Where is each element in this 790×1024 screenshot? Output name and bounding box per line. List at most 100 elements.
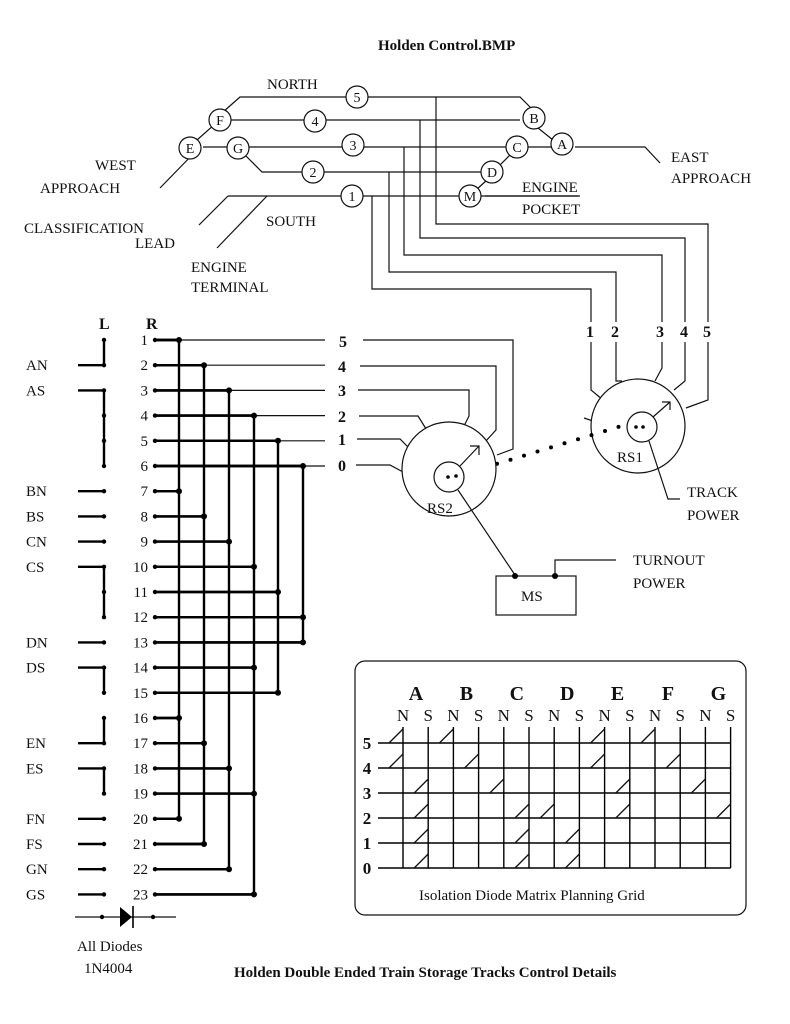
turnout-node-m[interactable]: M xyxy=(458,184,482,208)
l-terminal xyxy=(101,363,107,368)
input-label-gn: GN xyxy=(26,862,48,878)
l-terminal xyxy=(101,589,107,595)
l-terminal xyxy=(101,640,107,645)
gang-dot xyxy=(562,441,567,446)
row-number: 17 xyxy=(133,736,149,752)
matrix-diode-mark-es-2 xyxy=(615,803,631,819)
b-a-link xyxy=(537,127,554,141)
turnout-label: F xyxy=(216,114,224,129)
rs1-lead-3 xyxy=(654,342,663,382)
track-node-5[interactable]: 5 xyxy=(345,85,369,109)
input-label-cn: CN xyxy=(26,535,47,551)
track-power-label-1: TRACK xyxy=(687,485,738,501)
gang-dot xyxy=(508,457,513,462)
diagram-caption: Holden Double Ended Train Storage Tracks… xyxy=(234,965,617,981)
rs1-terminal-1: 1 xyxy=(586,324,594,341)
matrix-side-header: S xyxy=(726,706,735,725)
rs2-terminal-2: 2 xyxy=(338,409,346,426)
row-number: 4 xyxy=(141,409,149,425)
turnout-label: B xyxy=(529,112,538,127)
bus-5 xyxy=(155,340,181,820)
matrix-side-header: N xyxy=(498,706,510,725)
diode-icon xyxy=(120,907,132,927)
turnout-label: G xyxy=(233,142,243,157)
l-terminal xyxy=(101,539,107,544)
rs1-terminal-2: 2 xyxy=(611,324,619,341)
input-label-en: EN xyxy=(26,736,46,752)
turnout-node-a[interactable]: A xyxy=(550,132,574,156)
turnout-power-label-2: POWER xyxy=(633,576,686,592)
matrix-row-label: 2 xyxy=(363,809,372,828)
matrix-diode-mark-ds-0 xyxy=(564,853,580,869)
matrix-row-label: 1 xyxy=(363,834,372,853)
matrix-diode-mark-ds-1 xyxy=(564,828,580,844)
input-label-dn: DN xyxy=(26,635,48,651)
input-label-fn: FN xyxy=(26,812,45,828)
input-label-ds: DS xyxy=(26,661,45,677)
row-number: 6 xyxy=(141,459,149,475)
gang-dot xyxy=(616,424,621,429)
matrix-row-label: 0 xyxy=(363,859,372,878)
matrix-diode-mark-fs-4 xyxy=(665,753,681,769)
matrix-caption: Isolation Diode Matrix Planning Grid xyxy=(419,888,645,904)
label-classification-1: CLASSIFICATION xyxy=(24,221,144,237)
track-power-label-2: POWER xyxy=(687,508,740,524)
matrix-side-header: S xyxy=(625,706,634,725)
matrix-diode-mark-gn-3 xyxy=(690,778,706,794)
label-north: NORTH xyxy=(267,77,318,93)
matrix-frame xyxy=(354,660,747,916)
matrix-diode-mark-bs-4 xyxy=(464,753,480,769)
input-label-as: AS xyxy=(26,383,45,399)
matrix-diode-mark-as-0 xyxy=(413,853,429,869)
matrix-side-header: S xyxy=(474,706,483,725)
input-label-es: ES xyxy=(26,761,44,777)
turnout-node-f[interactable]: F xyxy=(208,108,232,132)
column-r-header: R xyxy=(146,316,158,333)
matrix-side-header: N xyxy=(649,706,661,725)
ms-box[interactable] xyxy=(495,575,577,616)
l-terminal xyxy=(101,690,107,695)
turnout-node-d[interactable]: D xyxy=(480,160,504,184)
turnout-node-e[interactable]: E xyxy=(178,136,202,160)
l-terminal xyxy=(101,438,107,443)
rs1-lead-1 xyxy=(590,342,604,401)
matrix-turnout-header: E xyxy=(611,683,624,705)
l-terminal xyxy=(101,816,107,821)
rs1-wiper-arrow-icon xyxy=(652,401,671,418)
rs2-lead-5 xyxy=(363,339,514,456)
turnout-power-label-1: TURNOUT xyxy=(633,553,705,569)
east-approach-line xyxy=(575,146,661,164)
gang-dot xyxy=(549,445,553,450)
rs1-lead-5 xyxy=(685,342,709,409)
matrix-turnout-header: F xyxy=(662,683,674,705)
track-node-4[interactable]: 4 xyxy=(303,109,327,133)
turnout-node-c[interactable]: C xyxy=(505,135,529,159)
gang-dot xyxy=(589,433,594,438)
engine-terminal-line xyxy=(216,195,268,249)
row-number: 2 xyxy=(141,358,149,374)
turnout-node-g[interactable]: G xyxy=(226,136,250,160)
label-engine-terminal-2: TERMINAL xyxy=(191,280,269,296)
row-number: 14 xyxy=(133,661,149,677)
turnout-node-b[interactable]: B xyxy=(522,106,546,130)
l-terminal xyxy=(101,665,107,670)
label-east-approach-2: APPROACH xyxy=(671,171,751,187)
matrix-diode-mark-cn-3 xyxy=(489,778,505,794)
matrix-diode-mark-gs-2 xyxy=(716,803,732,819)
rs2-lead-0 xyxy=(356,464,404,473)
rs2-label: RS2 xyxy=(427,501,453,517)
track-node-2[interactable]: 2 xyxy=(301,160,325,184)
row-number: 13 xyxy=(133,635,148,651)
track-node-3[interactable]: 3 xyxy=(341,133,365,157)
l-terminal xyxy=(101,841,107,847)
l-terminal xyxy=(101,388,107,393)
rs1-label: RS1 xyxy=(617,450,643,466)
matrix-diode-mark-as-3 xyxy=(413,778,429,794)
track-node-1[interactable]: 1 xyxy=(340,184,364,208)
bus-3 xyxy=(155,390,231,871)
rs1-terminal-3: 3 xyxy=(656,324,664,341)
row-number: 1 xyxy=(141,333,149,349)
track-5-line xyxy=(222,96,536,113)
matrix-row-label: 4 xyxy=(363,759,372,778)
input-label-bs: BS xyxy=(26,509,44,525)
